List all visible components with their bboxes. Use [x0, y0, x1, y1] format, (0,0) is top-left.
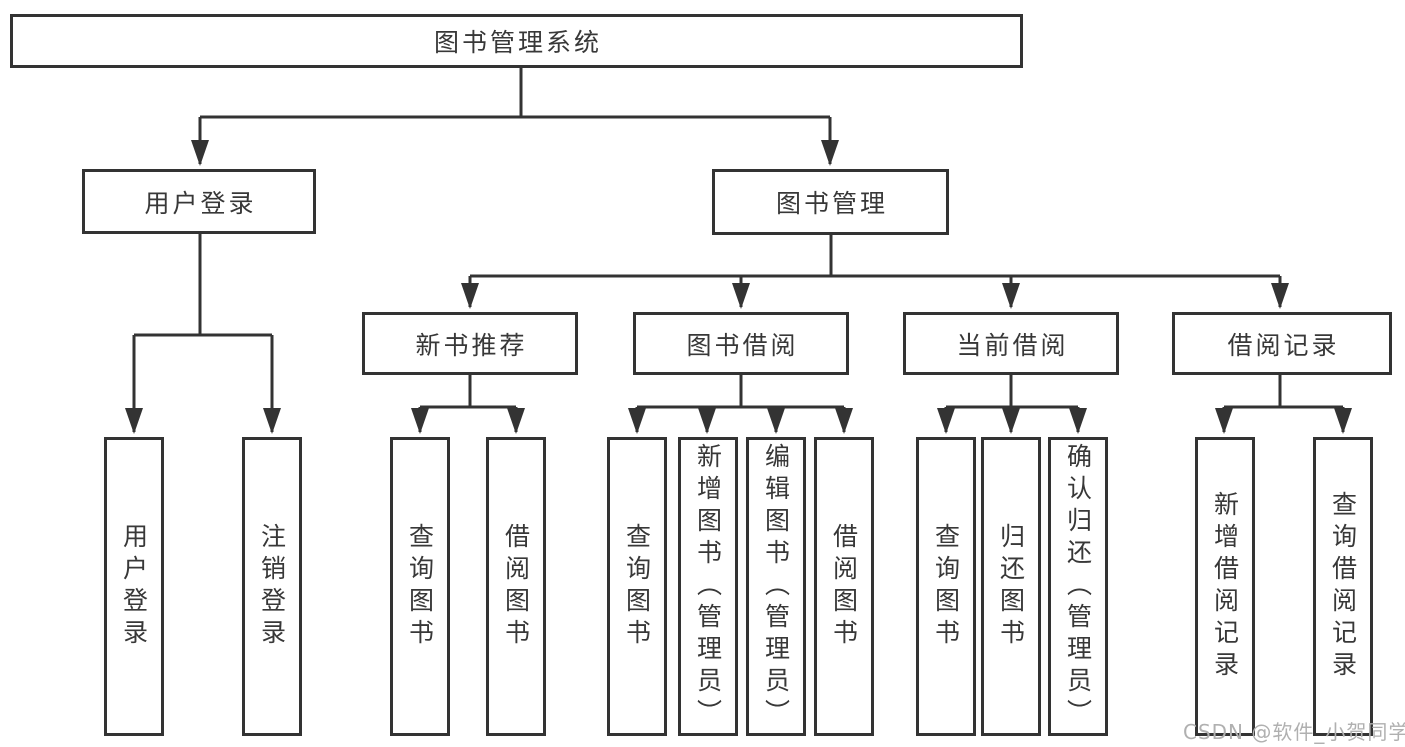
leaf-label: 查询图书: [931, 522, 961, 651]
leaf-confirm-return-admin: 确认归还（管理员）: [1048, 437, 1108, 736]
leaf-add-borrow-record: 新增借阅记录: [1195, 437, 1255, 736]
leaf-label: 查询图书: [405, 522, 435, 651]
leaf-label: 归还图书: [996, 522, 1026, 651]
leaf-label: 借阅图书: [501, 522, 531, 651]
leaf-user-login: 用户登录: [104, 437, 164, 736]
node-book-borrowing: 图书借阅: [633, 312, 849, 375]
leaf-label: 新增图书（管理员）: [693, 442, 723, 731]
node-borrowing-records: 借阅记录: [1172, 312, 1392, 375]
leaf-label: 注销登录: [257, 522, 287, 651]
leaf-add-book-admin: 新增图书（管理员）: [678, 437, 738, 736]
watermark: CSDN @软件_小贺同学: [1183, 720, 1405, 744]
leaf-return-book: 归还图书: [981, 437, 1041, 736]
leaf-edit-book-admin: 编辑图书（管理员）: [746, 437, 806, 736]
leaf-query-book-borrowing: 查询图书: [607, 437, 667, 736]
node-book-management-system: 图书管理系统: [10, 14, 1023, 68]
leaf-label: 用户登录: [119, 522, 149, 651]
node-user-login: 用户登录: [82, 169, 316, 234]
leaf-label: 查询借阅记录: [1328, 490, 1358, 683]
leaf-label: 新增借阅记录: [1210, 490, 1240, 683]
leaf-query-borrow-record: 查询借阅记录: [1313, 437, 1373, 736]
leaf-label: 编辑图书（管理员）: [761, 442, 791, 731]
leaf-label: 借阅图书: [829, 522, 859, 651]
node-current-borrowing: 当前借阅: [903, 312, 1119, 375]
leaf-borrow-book-recommend: 借阅图书: [486, 437, 546, 736]
node-book-management: 图书管理: [712, 169, 949, 235]
leaf-query-book-recommend: 查询图书: [390, 437, 450, 736]
leaf-logout-login: 注销登录: [242, 437, 302, 736]
leaf-label: 查询图书: [622, 522, 652, 651]
node-new-book-recommendation: 新书推荐: [362, 312, 578, 375]
leaf-label: 确认归还（管理员）: [1063, 442, 1093, 731]
leaf-borrow-book: 借阅图书: [814, 437, 874, 736]
leaf-query-book-current: 查询图书: [916, 437, 976, 736]
